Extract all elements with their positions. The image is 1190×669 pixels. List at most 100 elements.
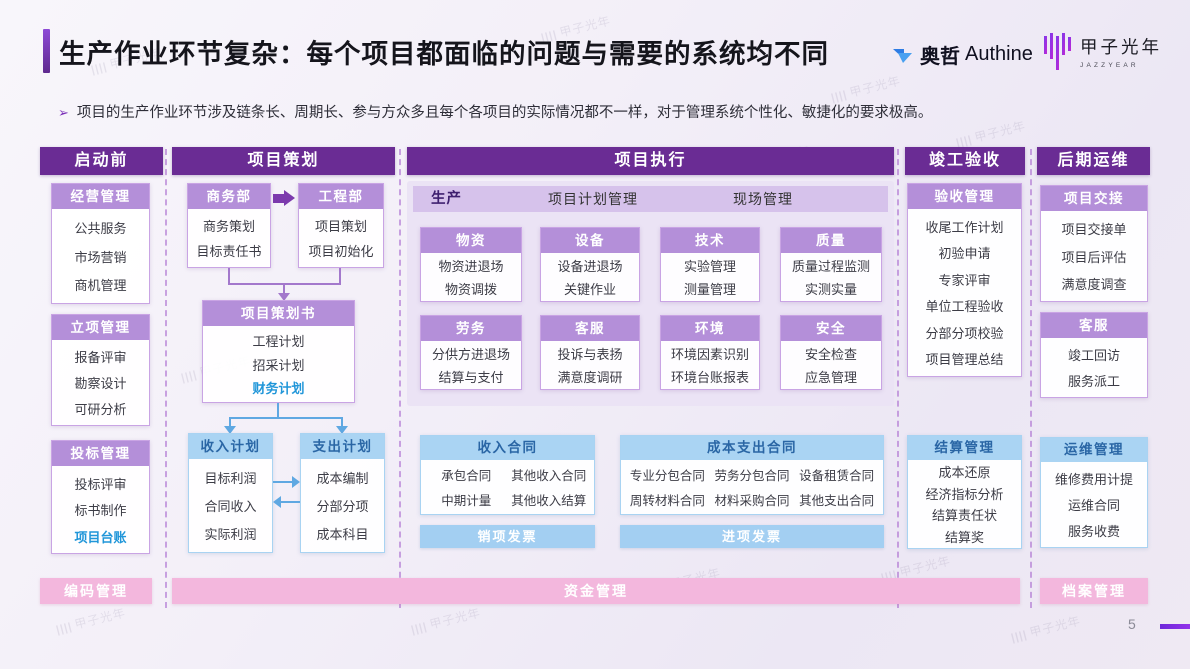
connector-line <box>229 417 231 427</box>
arrow-down-icon <box>278 293 290 301</box>
column-separator <box>1030 149 1032 608</box>
archives-mgmt-bar: 档案管理 <box>1040 578 1148 604</box>
list-item: 环境台账报表 <box>670 369 749 385</box>
list-item: 服务派工 <box>1067 374 1120 389</box>
list-item-highlight: 财务计划 <box>252 381 305 397</box>
list-item: 结算与支付 <box>438 369 504 385</box>
group-title: 验收管理 <box>908 184 1021 209</box>
group-ops-customer-service: 客服 竣工回访 服务派工 <box>1040 312 1148 398</box>
list-item: 单位工程验收 <box>925 299 1004 315</box>
list-item: 可研分析 <box>74 402 127 417</box>
list-item: 收尾工作计划 <box>925 219 1004 235</box>
group-income-contract: 收入合同 承包合同 其他收入合同 中期计量 其他收入结算 <box>420 435 595 515</box>
group-commerce-dept: 商务部 商务策划 目标责任书 <box>187 183 271 268</box>
group-settlement-mgmt: 结算管理 成本还原 经济指标分析 结算责任状 结算奖 <box>907 435 1022 549</box>
arrow-right-icon <box>292 476 300 488</box>
band-label-production: 生产 <box>431 191 462 207</box>
jazzyear-logo-text-zh: 甲子光年 <box>1080 36 1162 57</box>
group-title: 支出计划 <box>301 434 384 459</box>
list-item: 满意度调研 <box>557 369 623 385</box>
group-title: 立项管理 <box>52 315 149 340</box>
group-title: 设备 <box>541 228 639 253</box>
list-item: 分部分项 <box>316 499 369 514</box>
list-item: 环境因素识别 <box>670 347 749 363</box>
subtitle-text: 项目的生产作业环节涉及链条长、周期长、参与方众多且每个各项目的实际情况都不一样，… <box>76 105 933 121</box>
list-item: 投标评审 <box>74 476 127 492</box>
jazzyear-bars-icon: |||| <box>179 368 199 385</box>
connector-line <box>341 417 343 427</box>
list-item: 物资调拨 <box>444 281 497 297</box>
title-accent-bar <box>43 29 50 73</box>
list-item: 商务策划 <box>202 218 255 234</box>
group-handover: 项目交接 项目交接单 项目后评估 满意度调查 <box>1040 185 1148 302</box>
group-customer-service: 客服 投诉与表扬 满意度调研 <box>540 315 640 390</box>
connector-line <box>281 501 300 503</box>
arrow-right-icon <box>273 194 284 203</box>
connector-line <box>339 268 341 284</box>
group-title: 技术 <box>661 228 759 253</box>
list-item: 目标利润 <box>204 471 257 486</box>
connector-line <box>228 268 230 284</box>
group-labor: 劳务 分供方进退场 结算与支付 <box>420 315 522 390</box>
group-equipment: 设备 设备进退场 关键作业 <box>540 227 640 302</box>
list-item: 项目后评估 <box>1061 249 1127 265</box>
page-title: 生产作业环节复杂：每个项目都面临的问题与需要的系统均不同 <box>59 39 829 69</box>
list-item: 分部分项校验 <box>925 325 1004 341</box>
group-title: 运维管理 <box>1041 438 1147 462</box>
list-item: 满意度调查 <box>1061 276 1127 292</box>
list-item: 公共服务 <box>74 221 127 237</box>
arrow-down-icon <box>336 426 348 434</box>
connector-line <box>273 481 292 483</box>
list-item: 投诉与表扬 <box>557 347 623 363</box>
group-title: 成本支出合同 <box>621 436 883 460</box>
group-income-plan: 收入计划 目标利润 合同收入 实际利润 <box>188 433 273 553</box>
group-environment: 环境 环境因素识别 环境台账报表 <box>660 315 760 390</box>
list-item: 设备租赁合同 <box>799 469 875 483</box>
list-item: 设备进退场 <box>557 259 623 275</box>
group-title: 项目交接 <box>1041 186 1147 211</box>
bullet-arrow-icon: ➢ <box>58 105 69 120</box>
group-title: 质量 <box>781 228 881 253</box>
authine-logo-icon <box>893 48 912 63</box>
page-number: 5 <box>1128 616 1136 632</box>
group-title: 投标管理 <box>52 441 149 466</box>
list-item: 分供方进退场 <box>431 347 510 363</box>
jazzyear-logo: 甲子光年 JAZZYEAR <box>1043 30 1162 72</box>
list-item: 初验申请 <box>938 246 991 262</box>
corner-accent-line <box>1160 624 1190 629</box>
band-label-site-mgmt: 现场管理 <box>733 191 793 207</box>
connector-line <box>277 403 279 418</box>
list-item: 项目策划 <box>314 218 367 234</box>
list-item: 测量管理 <box>683 281 736 297</box>
group-title: 安全 <box>781 316 881 341</box>
list-item: 劳务分包合同 <box>714 469 790 483</box>
group-materials: 物资 物资进退场 物资调拨 <box>420 227 522 302</box>
list-item: 商机管理 <box>74 277 127 293</box>
list-item: 其他支出合同 <box>799 494 875 508</box>
list-item: 项目初始化 <box>308 244 374 260</box>
jazzyear-logo-icon <box>1044 33 1071 70</box>
group-title: 客服 <box>1041 313 1147 338</box>
list-item: 成本科目 <box>316 527 369 542</box>
group-title: 结算管理 <box>908 436 1021 460</box>
list-item: 其他收入合同 <box>511 469 587 483</box>
subtitle: ➢ 项目的生产作业环节涉及链条长、周期长、参与方众多且每个各项目的实际情况都不一样… <box>58 101 932 122</box>
group-expense-plan: 支出计划 成本编制 分部分项 成本科目 <box>300 433 385 553</box>
group-quality: 质量 质量过程监测 实测实量 <box>780 227 882 302</box>
jazzyear-bars-icon: |||| <box>54 620 74 637</box>
list-item: 项目交接单 <box>1061 222 1127 238</box>
list-item: 标书制作 <box>74 503 127 518</box>
group-title: 劳务 <box>421 316 521 341</box>
list-item: 竣工回访 <box>1067 348 1120 363</box>
group-title: 环境 <box>661 316 759 341</box>
list-item: 承包合同 <box>441 469 492 483</box>
stage-header-operation: 后期运维 <box>1037 147 1150 175</box>
authine-logo: 奥哲 Authine <box>891 40 1033 69</box>
stage-header-acceptance: 竣工验收 <box>905 147 1025 175</box>
arrow-right-icon <box>284 190 295 206</box>
input-invoice-bar: 进项发票 <box>620 525 884 548</box>
list-item: 应急管理 <box>804 369 857 385</box>
group-bidding-mgmt: 投标管理 投标评审 标书制作 项目台账 <box>51 440 150 554</box>
group-title: 经营管理 <box>52 184 149 209</box>
list-item: 周转材料合同 <box>629 494 705 508</box>
